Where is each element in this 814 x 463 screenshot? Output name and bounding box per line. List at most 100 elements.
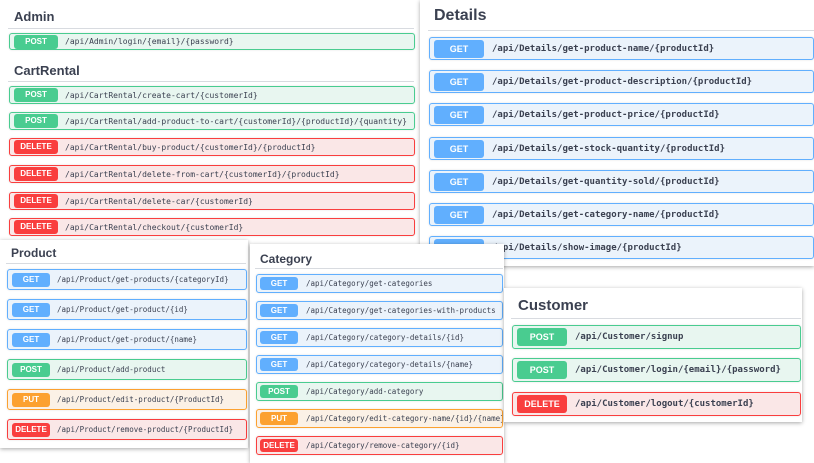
- operation-add-product[interactable]: POST /api/Product/add-product: [7, 359, 247, 380]
- section-title-cartrental[interactable]: CartRental: [14, 63, 80, 78]
- endpoint-path: /api/CartRental/add-product-to-cart/{cus…: [65, 116, 407, 126]
- endpoint-path: /api/CartRental/checkout/{customerId}: [65, 222, 244, 232]
- endpoint-path: /api/Details/get-product-name/{productId…: [492, 43, 715, 54]
- operation-get-product-price[interactable]: GET /api/Details/get-product-price/{prod…: [429, 103, 814, 126]
- endpoint-path: /api/CartRental/delete-from-cart/{custom…: [65, 169, 340, 179]
- operation-get-product-description[interactable]: GET /api/Details/get-product-description…: [429, 70, 814, 93]
- method-badge: GET: [434, 39, 484, 58]
- divider: [8, 28, 414, 29]
- method-badge: DELETE: [14, 140, 58, 154]
- customer-panel: Customer POST /api/Customer/signup POST …: [504, 288, 802, 422]
- endpoint-path: /api/Details/get-product-description/{pr…: [492, 76, 753, 87]
- method-badge: GET: [260, 304, 298, 317]
- divider: [511, 318, 801, 319]
- method-badge: POST: [14, 34, 58, 49]
- endpoint-path: /api/Category/edit-category-name/{id}/{n…: [306, 414, 502, 423]
- operation-customer-login[interactable]: POST /api/Customer/login/{email}/{passwo…: [512, 358, 801, 382]
- endpoint-path: /api/Customer/signup: [575, 332, 684, 342]
- endpoint-path: /api/Category/remove-category/{id}: [306, 441, 460, 450]
- method-badge: DELETE: [260, 439, 298, 452]
- details-panel: Details GET /api/Details/get-product-nam…: [420, 0, 814, 266]
- endpoint-path: /api/Customer/login/{email}/{password}: [575, 365, 781, 375]
- section-title-details[interactable]: Details: [434, 7, 487, 24]
- product-panel: Product GET /api/Product/get-products/{c…: [0, 240, 248, 448]
- section-title-admin[interactable]: Admin: [14, 9, 55, 24]
- operation-get-quantity-sold[interactable]: GET /api/Details/get-quantity-sold/{prod…: [429, 170, 814, 193]
- operation-checkout[interactable]: DELETE /api/CartRental/checkout/{custome…: [9, 218, 415, 236]
- operation-edit-category-name[interactable]: PUT /api/Category/edit-category-name/{id…: [256, 409, 503, 428]
- method-badge: GET: [12, 272, 50, 287]
- endpoint-path: /api/Category/get-categories-with-produc…: [306, 306, 496, 315]
- cartrental-panel: CartRental POST /api/CartRental/create-c…: [0, 56, 420, 242]
- operation-admin-login[interactable]: POST /api/Admin/login/{email}/{password}: [9, 33, 415, 50]
- operation-get-categories[interactable]: GET /api/Category/get-categories: [256, 274, 503, 293]
- method-badge: GET: [12, 302, 50, 317]
- method-badge: PUT: [12, 392, 50, 407]
- method-badge: POST: [14, 88, 58, 102]
- method-badge: DELETE: [517, 395, 567, 413]
- operation-delete-from-cart[interactable]: DELETE /api/CartRental/delete-from-cart/…: [9, 165, 415, 183]
- category-panel: Category GET /api/Category/get-categorie…: [250, 244, 504, 463]
- method-badge: GET: [434, 172, 484, 191]
- method-badge: GET: [434, 139, 484, 158]
- method-badge: DELETE: [12, 422, 50, 437]
- operation-remove-product[interactable]: DELETE /api/Product/remove-product/{Prod…: [7, 419, 247, 440]
- endpoint-path: /api/CartRental/create-cart/{customerId}: [65, 90, 258, 100]
- divider: [255, 268, 503, 269]
- endpoint-path: /api/Product/get-product/{name}: [57, 335, 197, 344]
- method-badge: POST: [12, 362, 50, 377]
- operation-customer-signup[interactable]: POST /api/Customer/signup: [512, 325, 801, 349]
- method-badge: GET: [434, 105, 484, 124]
- operation-remove-category[interactable]: DELETE /api/Category/remove-category/{id…: [256, 436, 503, 455]
- method-badge: GET: [12, 332, 50, 347]
- operation-get-product-by-name[interactable]: GET /api/Product/get-product/{name}: [7, 329, 247, 350]
- endpoint-path: /api/Product/remove-product/{ProductId}: [57, 425, 234, 434]
- section-title-category[interactable]: Category: [260, 252, 313, 266]
- endpoint-path: /api/CartRental/buy-product/{customerId}…: [65, 142, 316, 152]
- section-title-product[interactable]: Product: [11, 246, 57, 260]
- endpoint-path: /api/Details/show-image/{productId}: [492, 242, 682, 253]
- operation-add-category[interactable]: POST /api/Category/add-category: [256, 382, 503, 401]
- endpoint-path: /api/Details/get-product-price/{productI…: [492, 109, 720, 120]
- method-badge: DELETE: [14, 167, 58, 181]
- endpoint-path: /api/Product/get-products/{categoryId}: [57, 275, 229, 284]
- method-badge: POST: [517, 328, 567, 346]
- endpoint-path: /api/Category/get-categories: [306, 279, 433, 288]
- endpoint-path: /api/Details/get-quantity-sold/{productI…: [492, 176, 720, 187]
- method-badge: GET: [434, 205, 484, 224]
- operation-get-product-name[interactable]: GET /api/Details/get-product-name/{produ…: [429, 37, 814, 60]
- operation-customer-logout[interactable]: DELETE /api/Customer/logout/{customerId}: [512, 392, 801, 416]
- method-badge: POST: [260, 385, 298, 398]
- operation-create-cart[interactable]: POST /api/CartRental/create-cart/{custom…: [9, 86, 415, 104]
- endpoint-path: /api/Product/add-product: [57, 365, 166, 374]
- operation-delete-car[interactable]: DELETE /api/CartRental/delete-car/{custo…: [9, 192, 415, 210]
- endpoint-path: /api/Category/add-category: [306, 387, 424, 396]
- operation-get-category-name[interactable]: GET /api/Details/get-category-name/{prod…: [429, 203, 814, 226]
- method-badge: GET: [260, 358, 298, 371]
- method-badge: POST: [517, 361, 567, 379]
- operation-category-details-by-id[interactable]: GET /api/Category/category-details/{id}: [256, 328, 503, 347]
- method-badge: DELETE: [14, 194, 58, 208]
- divider: [428, 30, 814, 31]
- operation-get-categories-with-products[interactable]: GET /api/Category/get-categories-with-pr…: [256, 301, 503, 320]
- operation-get-stock-quantity[interactable]: GET /api/Details/get-stock-quantity/{pro…: [429, 137, 814, 160]
- method-badge: DELETE: [14, 220, 58, 234]
- operation-get-products[interactable]: GET /api/Product/get-products/{categoryI…: [7, 269, 247, 290]
- method-badge: PUT: [260, 412, 298, 425]
- method-badge: GET: [260, 277, 298, 290]
- endpoint-path: /api/CartRental/delete-car/{customerId}: [65, 196, 253, 206]
- endpoint-path: /api/Admin/login/{email}/{password}: [65, 37, 234, 46]
- operation-get-product-by-id[interactable]: GET /api/Product/get-product/{id}: [7, 299, 247, 320]
- endpoint-path: /api/Category/category-details/{name}: [306, 360, 474, 369]
- operation-add-product-to-cart[interactable]: POST /api/CartRental/add-product-to-cart…: [9, 112, 415, 130]
- section-title-customer[interactable]: Customer: [518, 297, 589, 314]
- operation-edit-product[interactable]: PUT /api/Product/edit-product/{ProductId…: [7, 389, 247, 410]
- divider: [8, 81, 414, 82]
- endpoint-path: /api/Details/get-category-name/{productI…: [492, 209, 720, 220]
- divider: [6, 263, 246, 264]
- method-badge: GET: [434, 72, 484, 91]
- operation-category-details-by-name[interactable]: GET /api/Category/category-details/{name…: [256, 355, 503, 374]
- operation-buy-product[interactable]: DELETE /api/CartRental/buy-product/{cust…: [9, 138, 415, 156]
- method-badge: GET: [260, 331, 298, 344]
- method-badge: POST: [14, 114, 58, 128]
